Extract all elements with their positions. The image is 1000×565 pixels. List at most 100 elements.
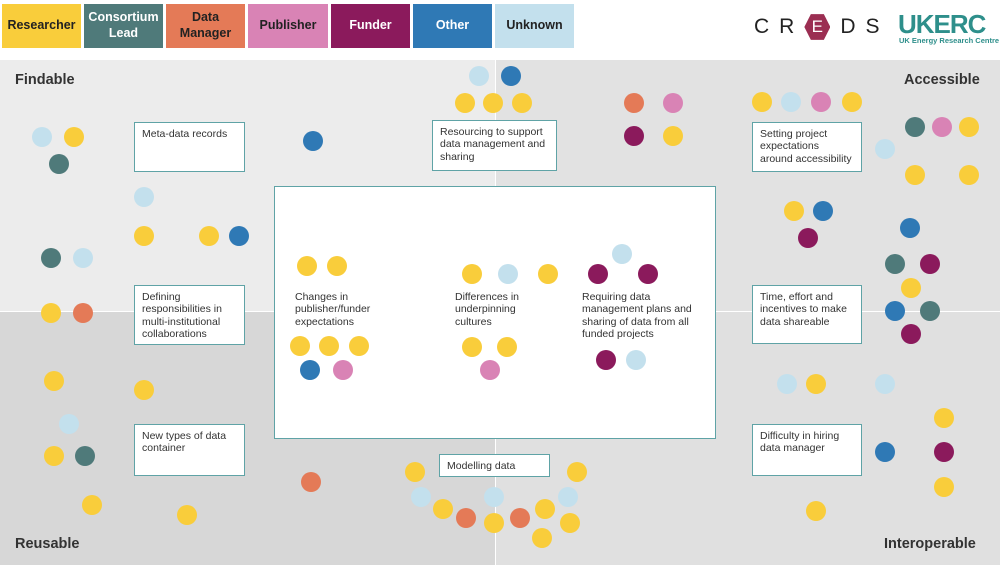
center-label-requiring: Requiring data management plans and shar… [582, 291, 692, 341]
unknown-dot [469, 66, 489, 86]
creds-logo-d: D [840, 15, 866, 38]
consortium-dot [885, 254, 905, 274]
researcher-dot [901, 278, 921, 298]
ukerc-logo-subtitle: UK Energy Research Centre [899, 36, 1000, 45]
funder-dot [798, 228, 818, 248]
researcher-dot [484, 513, 504, 533]
other-dot [875, 442, 895, 462]
legend-publisher: Publisher [248, 4, 328, 48]
publisher-dot [811, 92, 831, 112]
unknown-dot [875, 139, 895, 159]
researcher-dot [959, 117, 979, 137]
researcher-dot [433, 499, 453, 519]
researcher-dot [319, 336, 339, 356]
note-meta-data-records: Meta-data records [134, 122, 245, 172]
consortium-dot [49, 154, 69, 174]
researcher-dot [752, 92, 772, 112]
unknown-dot [612, 244, 632, 264]
datamanager-dot [456, 508, 476, 528]
other-dot [813, 201, 833, 221]
label-reusable: Reusable [15, 536, 80, 552]
unknown-dot [59, 414, 79, 434]
researcher-dot [349, 336, 369, 356]
creds-logo-e: E [804, 14, 831, 40]
unknown-dot [498, 264, 518, 284]
unknown-dot [875, 374, 895, 394]
note-setting-expectations: Setting project expectations around acce… [752, 122, 862, 172]
unknown-dot [777, 374, 797, 394]
consortium-dot [920, 301, 940, 321]
researcher-dot [567, 462, 587, 482]
researcher-dot [560, 513, 580, 533]
researcher-dot [512, 93, 532, 113]
ukerc-logo: UKERC [898, 9, 986, 39]
legend-label: Publisher [259, 18, 317, 33]
note-modelling-data: Modelling data [439, 454, 550, 477]
legend-label: Unknown [506, 18, 563, 33]
funder-dot [920, 254, 940, 274]
unknown-dot [626, 350, 646, 370]
researcher-dot [806, 374, 826, 394]
legend-unknown: Unknown [495, 4, 574, 48]
note-defining-responsibilities: Defining responsibilities in multi-insti… [134, 285, 245, 345]
publisher-dot [333, 360, 353, 380]
legend-funder: Funder [331, 4, 410, 48]
researcher-dot [538, 264, 558, 284]
unknown-dot [484, 487, 504, 507]
consortium-dot [75, 446, 95, 466]
researcher-dot [290, 336, 310, 356]
other-dot [303, 131, 323, 151]
researcher-dot [462, 337, 482, 357]
researcher-dot [784, 201, 804, 221]
researcher-dot [44, 446, 64, 466]
legend-researcher: Researcher [2, 4, 81, 48]
datamanager-dot [510, 508, 530, 528]
researcher-dot [806, 501, 826, 521]
researcher-dot [959, 165, 979, 185]
legend-data-manager: Data Manager [166, 4, 245, 48]
researcher-dot [41, 303, 61, 323]
researcher-dot [532, 528, 552, 548]
other-dot [900, 218, 920, 238]
other-dot [501, 66, 521, 86]
researcher-dot [497, 337, 517, 357]
researcher-dot [535, 499, 555, 519]
creds-logo-c: C [754, 15, 780, 38]
researcher-dot [134, 380, 154, 400]
creds-logo-r: R [779, 15, 805, 38]
legend-consortium-lead: Consortium Lead [84, 4, 163, 48]
other-dot [229, 226, 249, 246]
creds-logo-s: S [865, 15, 890, 38]
datamanager-dot [624, 93, 644, 113]
legend-label: Data Manager [179, 10, 232, 40]
datamanager-dot [73, 303, 93, 323]
other-dot [885, 301, 905, 321]
researcher-dot [82, 495, 102, 515]
funder-dot [624, 126, 644, 146]
researcher-dot [134, 226, 154, 246]
researcher-dot [297, 256, 317, 276]
other-dot [300, 360, 320, 380]
publisher-dot [480, 360, 500, 380]
researcher-dot [905, 165, 925, 185]
researcher-dot [64, 127, 84, 147]
legend-label: Funder [349, 18, 392, 33]
unknown-dot [73, 248, 93, 268]
legend-label: Other [435, 18, 470, 33]
researcher-dot [934, 408, 954, 428]
researcher-dot [199, 226, 219, 246]
center-label-differences: Differences in underpinning cultures [455, 291, 520, 328]
researcher-dot [483, 93, 503, 113]
funder-dot [934, 442, 954, 462]
funder-dot [638, 264, 658, 284]
label-accessible: Accessible [904, 72, 980, 88]
unknown-dot [781, 92, 801, 112]
center-panel [274, 186, 716, 439]
funder-dot [596, 350, 616, 370]
funder-dot [588, 264, 608, 284]
legend-other: Other [413, 4, 492, 48]
label-findable: Findable [15, 72, 75, 88]
unknown-dot [411, 487, 431, 507]
legend-label: Researcher [7, 18, 76, 33]
